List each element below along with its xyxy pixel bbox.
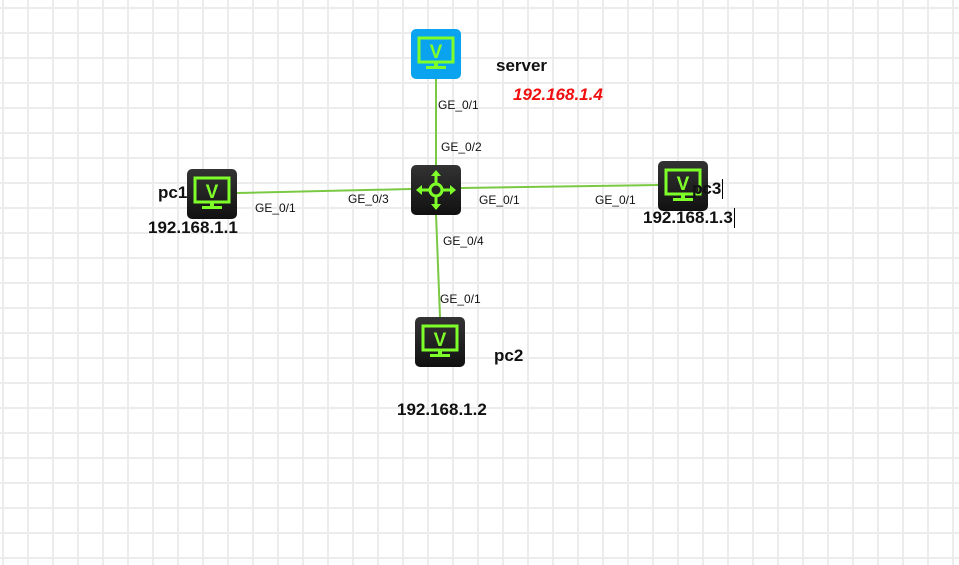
svg-text:V: V — [206, 182, 219, 203]
pc1-name[interactable]: pc1 — [158, 183, 188, 202]
pc2-name[interactable]: pc2 — [494, 346, 524, 365]
svg-text:V: V — [677, 174, 690, 195]
port-label-pc3: GE_0/1 — [595, 193, 636, 207]
pc-monitor-icon: V — [193, 176, 231, 209]
link-switch-pc2[interactable] — [435, 213, 441, 318]
port-label-pc1: GE_0/1 — [255, 201, 296, 215]
pc1-ip[interactable]: 192.168.1.1 — [148, 218, 238, 237]
port-label-switch-up: GE_0/2 — [441, 140, 482, 154]
svg-text:V: V — [430, 42, 443, 63]
link-pc1-switch[interactable] — [236, 188, 412, 194]
pc1-device[interactable]: V — [187, 169, 237, 219]
port-label-server: GE_0/1 — [438, 98, 479, 112]
pc-monitor-icon: V — [664, 168, 702, 201]
pc3-device[interactable]: V — [658, 161, 708, 211]
switch-router-icon — [416, 170, 456, 210]
pc2-device[interactable]: V — [415, 317, 465, 367]
switch-device[interactable] — [411, 165, 461, 215]
pc-monitor-icon: V — [417, 36, 455, 69]
pc2-ip[interactable]: 192.168.1.2 — [397, 400, 487, 419]
pc-monitor-icon: V — [421, 324, 459, 357]
server-ip[interactable]: 192.168.1.4 — [513, 85, 603, 104]
svg-text:V: V — [434, 330, 447, 351]
port-label-switch-right: GE_0/1 — [479, 193, 520, 207]
pc3-ip[interactable]: 192.168.1.3 — [643, 208, 735, 228]
port-label-switch-left: GE_0/3 — [348, 192, 389, 206]
server-device[interactable]: V — [411, 29, 461, 79]
pc3-name[interactable]: pc3 — [692, 179, 724, 199]
port-label-pc2: GE_0/1 — [440, 292, 481, 306]
link-switch-pc3[interactable] — [460, 184, 659, 189]
server-name[interactable]: server — [496, 56, 548, 75]
port-label-switch-down: GE_0/4 — [443, 234, 484, 248]
